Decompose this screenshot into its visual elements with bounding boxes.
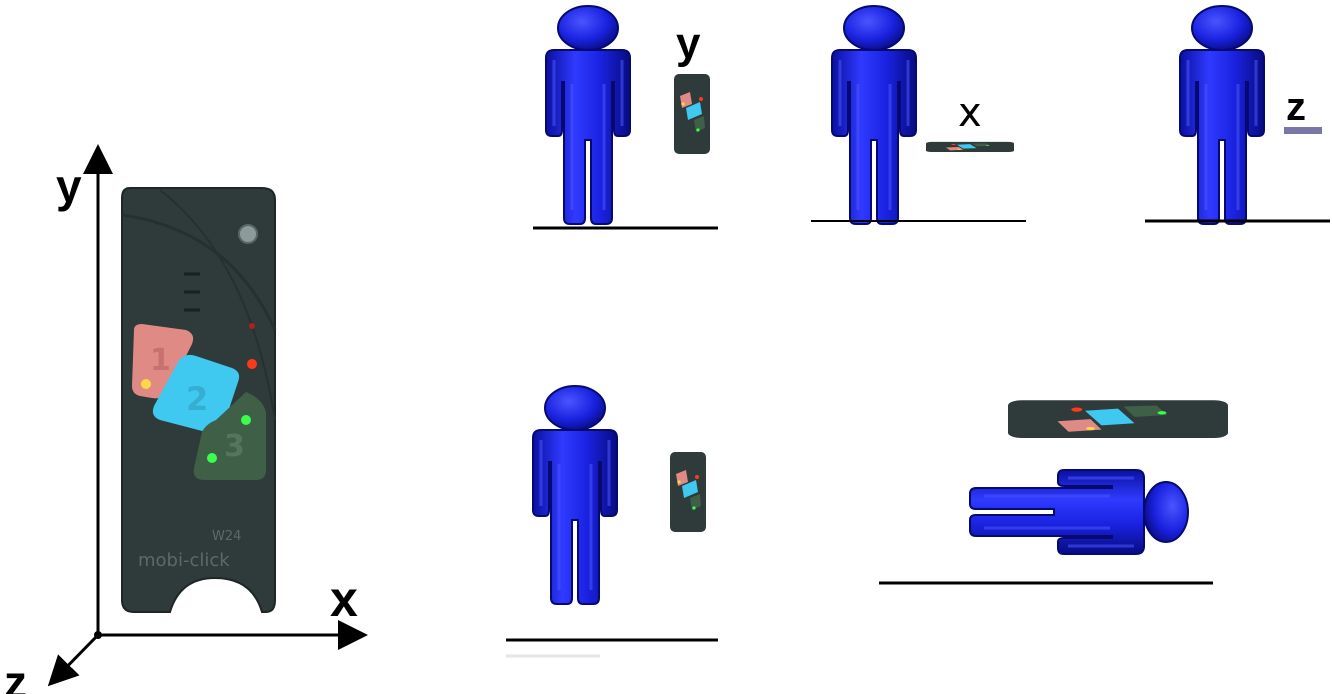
green-led-right xyxy=(241,415,251,425)
device-model: W24 xyxy=(212,529,241,544)
yellow-led xyxy=(141,379,151,389)
device-thumbnail xyxy=(674,74,710,154)
device-thumbnail-horizontal xyxy=(1008,400,1228,438)
y-axis-label: y xyxy=(56,160,82,212)
standing-figure xyxy=(1178,4,1266,226)
axis-origin xyxy=(94,631,102,639)
green-led-left xyxy=(207,453,217,463)
standing-figure xyxy=(531,384,619,606)
pose-z: z xyxy=(1145,4,1330,226)
x-axis-label: x xyxy=(330,571,358,627)
pose-x: x xyxy=(811,4,1026,226)
pose-axis-label: y xyxy=(676,19,701,68)
pose-y: y xyxy=(533,4,718,230)
power-button xyxy=(238,224,258,244)
standing-figure xyxy=(544,4,632,226)
remote-device: 1 2 3 W24 mobi-click xyxy=(121,187,277,613)
button-2-label: 2 xyxy=(186,380,208,418)
z-axis xyxy=(47,633,100,687)
axes-group: y x z xyxy=(4,144,368,694)
device-brand: mobi-click xyxy=(138,550,230,571)
lying-figure xyxy=(968,468,1190,556)
status-led xyxy=(249,323,255,329)
pose-lying xyxy=(879,400,1228,585)
device-thumbnail-horizontal xyxy=(926,141,1014,152)
button-2 xyxy=(152,354,240,433)
red-led xyxy=(247,359,257,369)
pose-axis-label: z xyxy=(1286,85,1306,129)
device-edge-view xyxy=(1284,127,1322,134)
pose-axis-label: x xyxy=(958,90,982,136)
standing-figure xyxy=(830,4,918,226)
z-axis-label: z xyxy=(4,656,27,694)
button-1-label: 1 xyxy=(150,343,171,378)
pose-standing xyxy=(506,384,718,658)
button-3-label: 3 xyxy=(224,429,245,464)
device-thumbnail xyxy=(670,452,706,532)
